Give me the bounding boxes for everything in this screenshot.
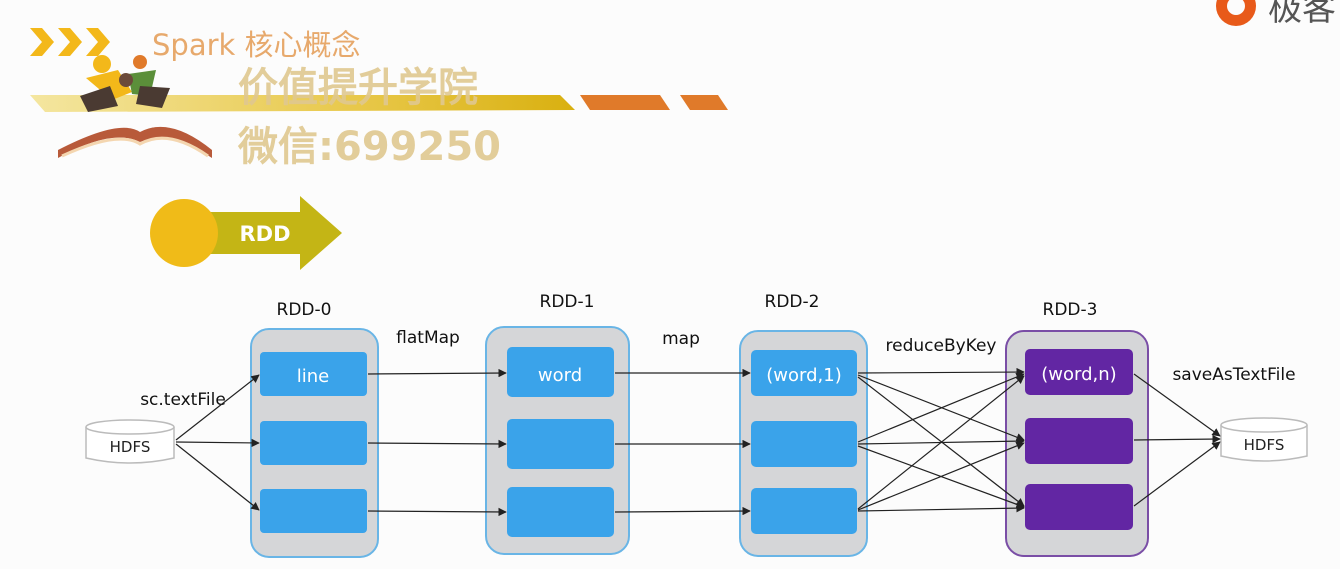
rdd-diagram: HDFS HDFS RDD-0 line RDD-1 word RD (85, 292, 1308, 558)
operation-label: sc.textFile (140, 390, 226, 410)
flow-arrow (857, 376, 1025, 507)
flow-arrow (1133, 441, 1221, 507)
rdd-partition (260, 421, 367, 465)
header-ribbon (30, 95, 575, 112)
flow-arrow (1133, 373, 1221, 437)
rdd-partition (1025, 484, 1133, 530)
flow-arrow (857, 375, 1025, 510)
operation-label: flatMap (396, 328, 460, 348)
rdd-partition (260, 352, 367, 396)
rdd-stage-title: RDD-0 (277, 300, 332, 320)
badge-circle (150, 199, 218, 267)
flow-arrow (857, 503, 1025, 513)
rdd-partition-label: (word,n) (1041, 364, 1116, 385)
hdfs-sink-label: HDFS (1244, 436, 1285, 454)
rdd-partition-label: word (538, 365, 582, 386)
rdd-partition (751, 350, 857, 396)
rdd-partition (751, 421, 857, 467)
brand-logo: 极客 (1216, 0, 1336, 29)
flow-arrow (857, 367, 1025, 377)
rdd-stage-title: RDD-2 (765, 292, 820, 312)
rdd-stage: RDD-0 line (250, 300, 379, 558)
flow-arrows (175, 367, 1221, 517)
operation-label: reduceByKey (886, 336, 997, 356)
rdd-stage-title: RDD-1 (540, 292, 595, 312)
flow-arrow (857, 441, 1025, 511)
flow-arrow (857, 372, 1025, 443)
rdd-partition (507, 487, 614, 537)
brand-logo-text: 极客 (1268, 0, 1336, 29)
rdd-stage-title: RDD-3 (1043, 300, 1098, 320)
header-accent-stripe (580, 95, 670, 110)
operation-label: saveAsTextFile (1172, 365, 1295, 385)
rdd-partition (1025, 418, 1133, 464)
flow-arrow (367, 439, 507, 449)
rdd-stage: RDD-2 (word,1) (739, 292, 868, 557)
flow-arrow (367, 368, 507, 378)
hdfs-source: HDFS (85, 419, 175, 464)
rdd-partition (507, 347, 614, 397)
flow-arrow (1133, 434, 1221, 444)
slide-title: Spark 核心概念 (152, 28, 361, 62)
rdd-badge: RDD (150, 196, 342, 270)
flow-arrow (367, 507, 507, 517)
flow-arrow (175, 374, 260, 441)
rdd-partition-label: line (297, 366, 329, 387)
flow-arrow (175, 443, 260, 511)
header-accent-stripe (680, 95, 728, 110)
rdd-partition-label: (word,1) (766, 365, 841, 386)
watermark-line-2: 微信:699250 (237, 124, 501, 170)
hdfs-source-label: HDFS (110, 438, 151, 456)
chevron-icon (30, 28, 110, 56)
watermark-line-1: 价值提升学院 (238, 65, 478, 111)
rdd-stage: RDD-1 word (485, 292, 630, 555)
rdd-partition (751, 488, 857, 534)
hdfs-sink: HDFS (1220, 417, 1308, 462)
book-icon (58, 126, 212, 158)
rdd-stage: RDD-3 (word,n) (1005, 300, 1149, 557)
people-icon (80, 55, 170, 112)
flow-arrow (614, 506, 751, 516)
rdd-partition (260, 489, 367, 533)
operation-label: map (662, 329, 700, 349)
badge-label: RDD (239, 222, 290, 246)
header-logo (30, 28, 728, 158)
flow-arrow (175, 438, 260, 448)
rdd-partition (1025, 349, 1133, 395)
rdd-partition (507, 419, 614, 469)
